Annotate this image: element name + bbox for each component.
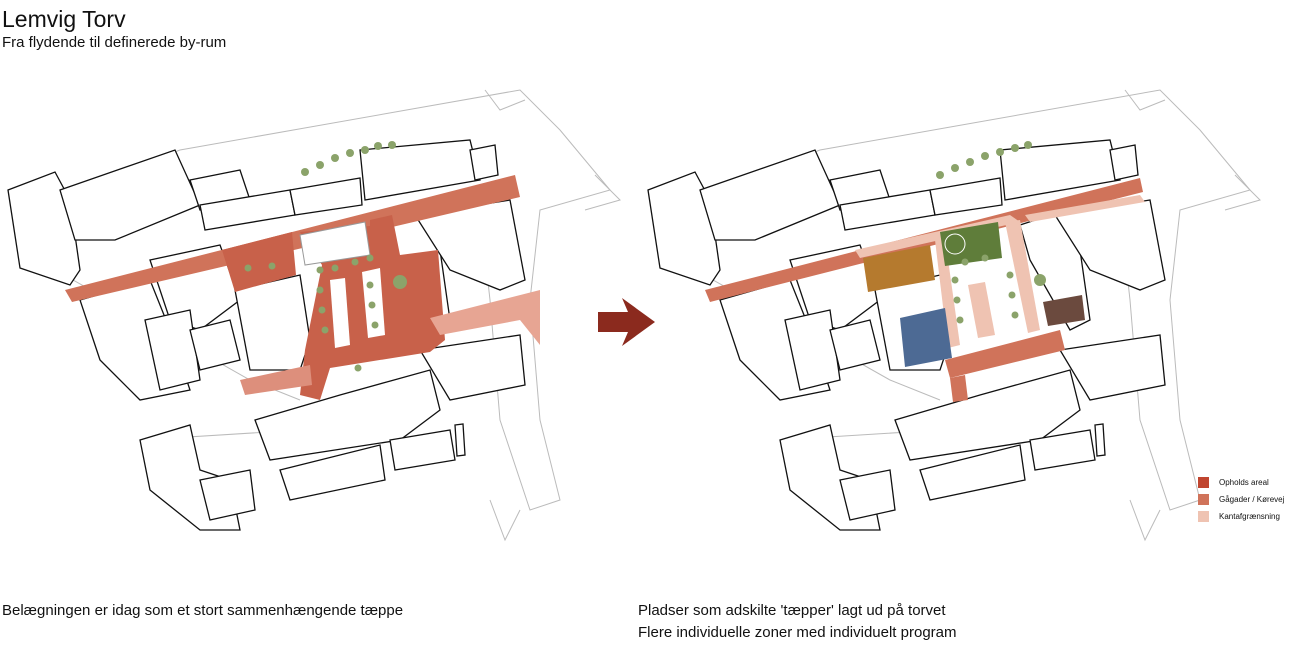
legend-item-gagader: Gågader / Kørevej	[1198, 491, 1284, 508]
caption-proposed-line1: Pladser som adskilte 'tæpper' lagt ud på…	[638, 602, 946, 619]
edge-strip	[1005, 220, 1040, 333]
street-surface	[950, 375, 968, 402]
continuous-plaza-surface	[222, 232, 296, 292]
legend-label: Opholds areal	[1219, 478, 1269, 487]
edge-strip	[935, 238, 960, 348]
caption-proposed-line2: Flere individuelle zoner med individuelt…	[638, 624, 957, 641]
stay-area-ochre	[863, 245, 935, 292]
edge-strip	[1025, 195, 1145, 222]
transition-arrow-icon	[598, 298, 655, 346]
legend-swatch	[1198, 511, 1209, 522]
page-title: Lemvig Torv	[2, 6, 126, 32]
edge-strip	[968, 282, 995, 338]
stay-area-blue	[900, 308, 952, 367]
caption-existing: Belægningen er idag som et stort sammenh…	[2, 602, 404, 619]
existing-plan	[7, 89, 621, 541]
legend-label: Kantafgrænsning	[1219, 512, 1280, 521]
street-surface	[945, 330, 1065, 378]
edge-surface	[430, 290, 540, 345]
stay-area-darkbrown	[1043, 295, 1085, 326]
trees	[244, 141, 407, 372]
legend: Opholds areal Gågader / Kørevej Kantafgr…	[1198, 474, 1284, 525]
legend-item-kantafgraensning: Kantafgrænsning	[1198, 508, 1284, 525]
legend-label: Gågader / Kørevej	[1219, 495, 1285, 504]
page-subtitle: Fra flydende til definerede by-rum	[2, 34, 227, 51]
edge-surface	[240, 365, 312, 395]
proposed-plan	[647, 89, 1261, 541]
legend-swatch	[1198, 477, 1209, 488]
legend-swatch	[1198, 494, 1209, 505]
caption-proposed: Pladser som adskilte 'tæpper' lagt ud på…	[638, 600, 957, 644]
trees	[936, 141, 1046, 324]
legend-item-opholds-areal: Opholds areal	[1198, 474, 1284, 491]
